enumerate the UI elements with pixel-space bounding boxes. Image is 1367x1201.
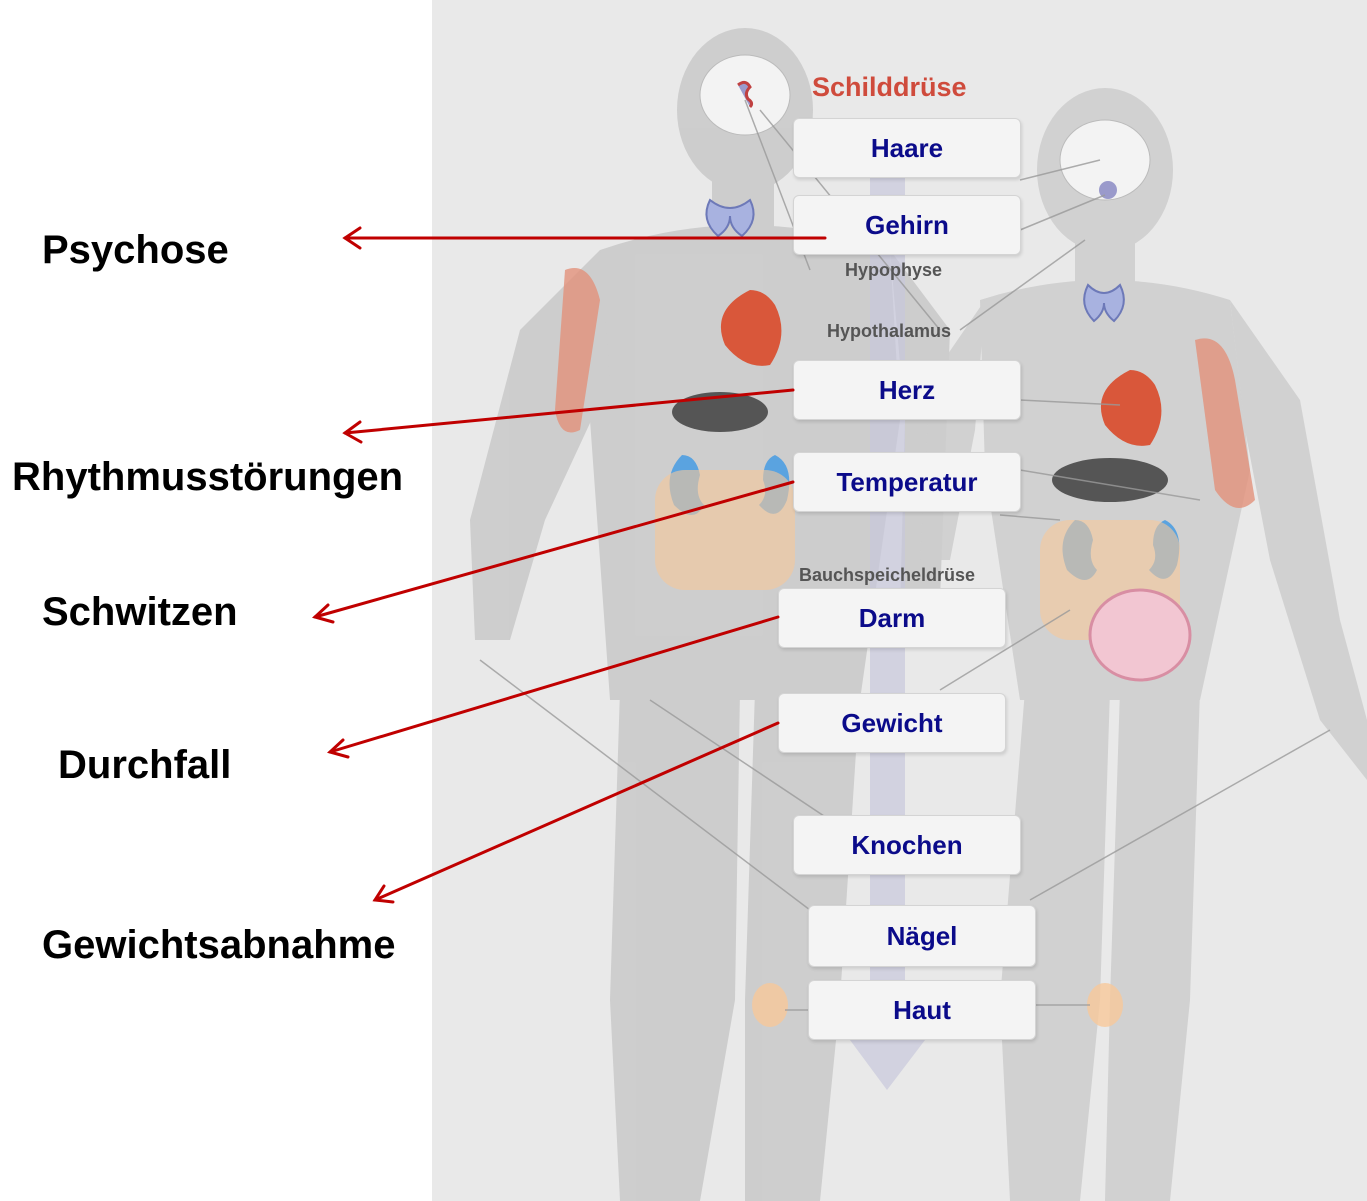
symptom-schwitzen: Schwitzen [42,592,238,632]
knee-icon [1087,983,1123,1027]
organ-box-naegel: Nägel [808,905,1036,967]
organ-box-temperatur: Temperatur [793,452,1021,512]
illustration-title: Schilddrüse [812,72,967,103]
organ-box-haare: Haare [793,118,1021,178]
symptom-durchfall: Durchfall [58,745,231,785]
pancreas-icon [672,392,768,432]
label-bauchspeicheldruese: Bauchspeicheldrüse [799,565,975,586]
intestine-icon [655,470,795,590]
uterus-icon [1090,590,1190,680]
organ-box-haut: Haut [808,980,1036,1040]
organ-box-herz: Herz [793,360,1021,420]
organ-box-gewicht: Gewicht [778,693,1006,753]
symptom-gewichtsabnahme: Gewichtsabnahme [42,925,395,965]
knee-icon-left [752,983,788,1027]
symptom-rhythmusstoerungen: Rhythmusstörungen [12,457,403,497]
label-hypophyse: Hypophyse [845,260,942,281]
label-hypothalamus: Hypothalamus [827,321,951,342]
symptom-psychose: Psychose [42,230,229,270]
organ-box-knochen: Knochen [793,815,1021,875]
organ-box-darm: Darm [778,588,1006,648]
pancreas-icon-2 [1052,458,1168,502]
organ-box-gehirn: Gehirn [793,195,1021,255]
